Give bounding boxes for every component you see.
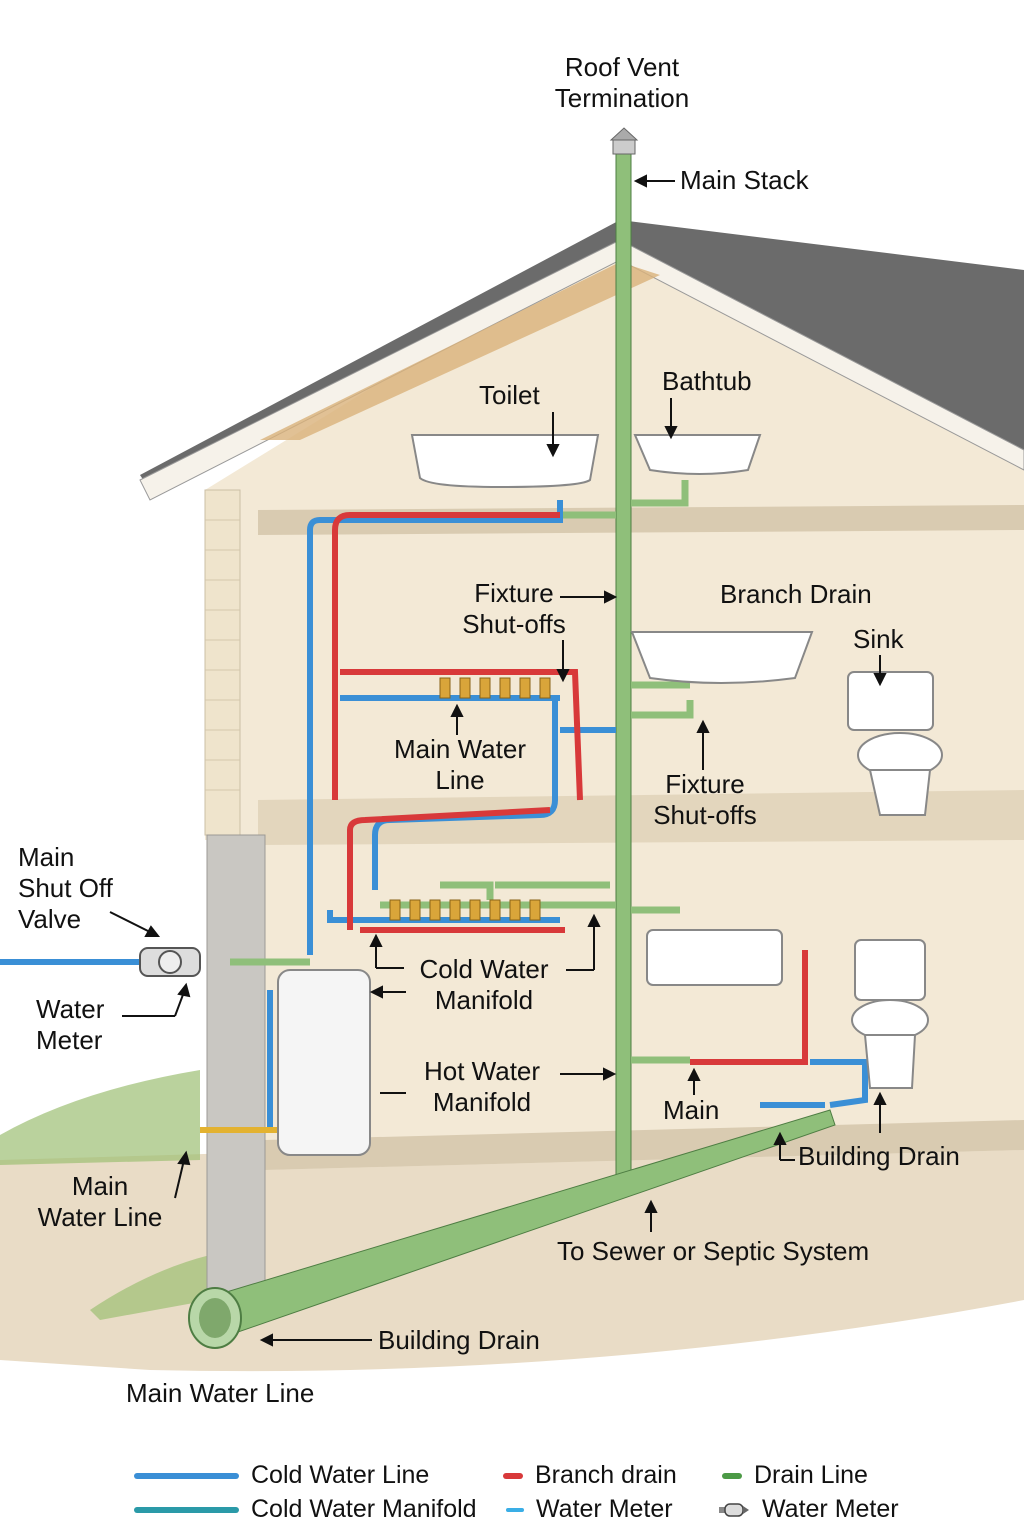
label-line: Line — [435, 765, 485, 795]
label-line: Main Water — [394, 734, 526, 764]
main-stack-label: Main Stack — [680, 165, 809, 195]
basement-floor — [265, 1120, 1024, 1170]
short-swatch — [506, 1507, 524, 1512]
line-swatch — [134, 1472, 239, 1479]
upper-tub — [410, 434, 600, 489]
main-water-line-bottom-label: Main Water Line — [126, 1378, 315, 1408]
label-line: Manifold — [434, 985, 534, 1015]
main-stack — [615, 149, 632, 1176]
label-line: Main — [18, 842, 75, 872]
grass — [0, 1070, 200, 1165]
water-meter-device — [139, 947, 201, 977]
label-line: Valve — [18, 904, 82, 934]
label-line: Fixture — [474, 578, 554, 608]
toilet-tank — [847, 671, 934, 731]
legend-item-cold-water-line: Cold Water Line — [134, 1461, 429, 1490]
legend-label: Water Meter — [536, 1495, 673, 1523]
siding — [204, 489, 241, 836]
branch-drain-label: Branch Drain — [720, 579, 872, 609]
sink-label: Sink — [853, 624, 904, 654]
toilet-label: Toilet — [479, 380, 540, 410]
legend-item-cold-water-manifold: Cold Water Manifold — [134, 1495, 477, 1524]
label-line: Water — [36, 994, 105, 1024]
to-sewer-label: To Sewer or Septic System — [557, 1236, 870, 1266]
building-drain-bottom-label: Building Drain — [378, 1325, 540, 1355]
label-line: Main — [71, 1171, 129, 1201]
short-swatch — [503, 1472, 523, 1479]
building-drain-right-label: Building Drain — [798, 1141, 960, 1171]
label-line: Fixture — [665, 769, 745, 799]
house-wall — [205, 235, 1024, 1170]
label-line: Shut-offs — [462, 609, 566, 639]
second-floor — [258, 790, 1024, 845]
legend-label: Branch drain — [535, 1461, 677, 1489]
bathtub-label: Bathtub — [662, 366, 752, 396]
label-line: Shut Off — [18, 873, 113, 903]
roof — [140, 220, 1024, 490]
legend-label: Cold Water Line — [251, 1461, 430, 1489]
roof-vent-cap — [609, 127, 639, 141]
legend-item-water-meter-device: Water Meter — [718, 1495, 899, 1524]
basement-sink — [646, 929, 783, 986]
main-label: Main — [663, 1095, 720, 1125]
sink-basin — [630, 631, 814, 684]
label-line: Termination — [554, 83, 690, 113]
legend-item-branch-drain: Branch drain — [503, 1461, 677, 1490]
water-heater — [277, 969, 371, 1156]
line-swatch — [134, 1506, 239, 1513]
water-meter-icon — [719, 1502, 749, 1517]
legend-item-drain-line: Drain Line — [722, 1461, 868, 1490]
short-swatch — [722, 1472, 742, 1479]
label-line: Meter — [36, 1025, 103, 1055]
label-line: Cold Water — [419, 954, 549, 984]
label-line: Water Line — [37, 1202, 163, 1232]
legend-label: Cold Water Manifold — [251, 1495, 477, 1523]
legend-label: Water Meter — [762, 1495, 899, 1523]
legend-label: Drain Line — [754, 1461, 868, 1489]
label-line: Roof Vent — [564, 52, 680, 82]
legend-item-water-meter-line: Water Meter — [506, 1495, 673, 1524]
label-line: Hot Water — [423, 1056, 541, 1086]
label-line: Shut-offs — [653, 800, 757, 830]
basement-toilet-tank — [854, 939, 926, 1001]
label-line: Manifold — [432, 1087, 532, 1117]
bathtub — [633, 434, 762, 475]
foundation-wall — [206, 834, 266, 1296]
